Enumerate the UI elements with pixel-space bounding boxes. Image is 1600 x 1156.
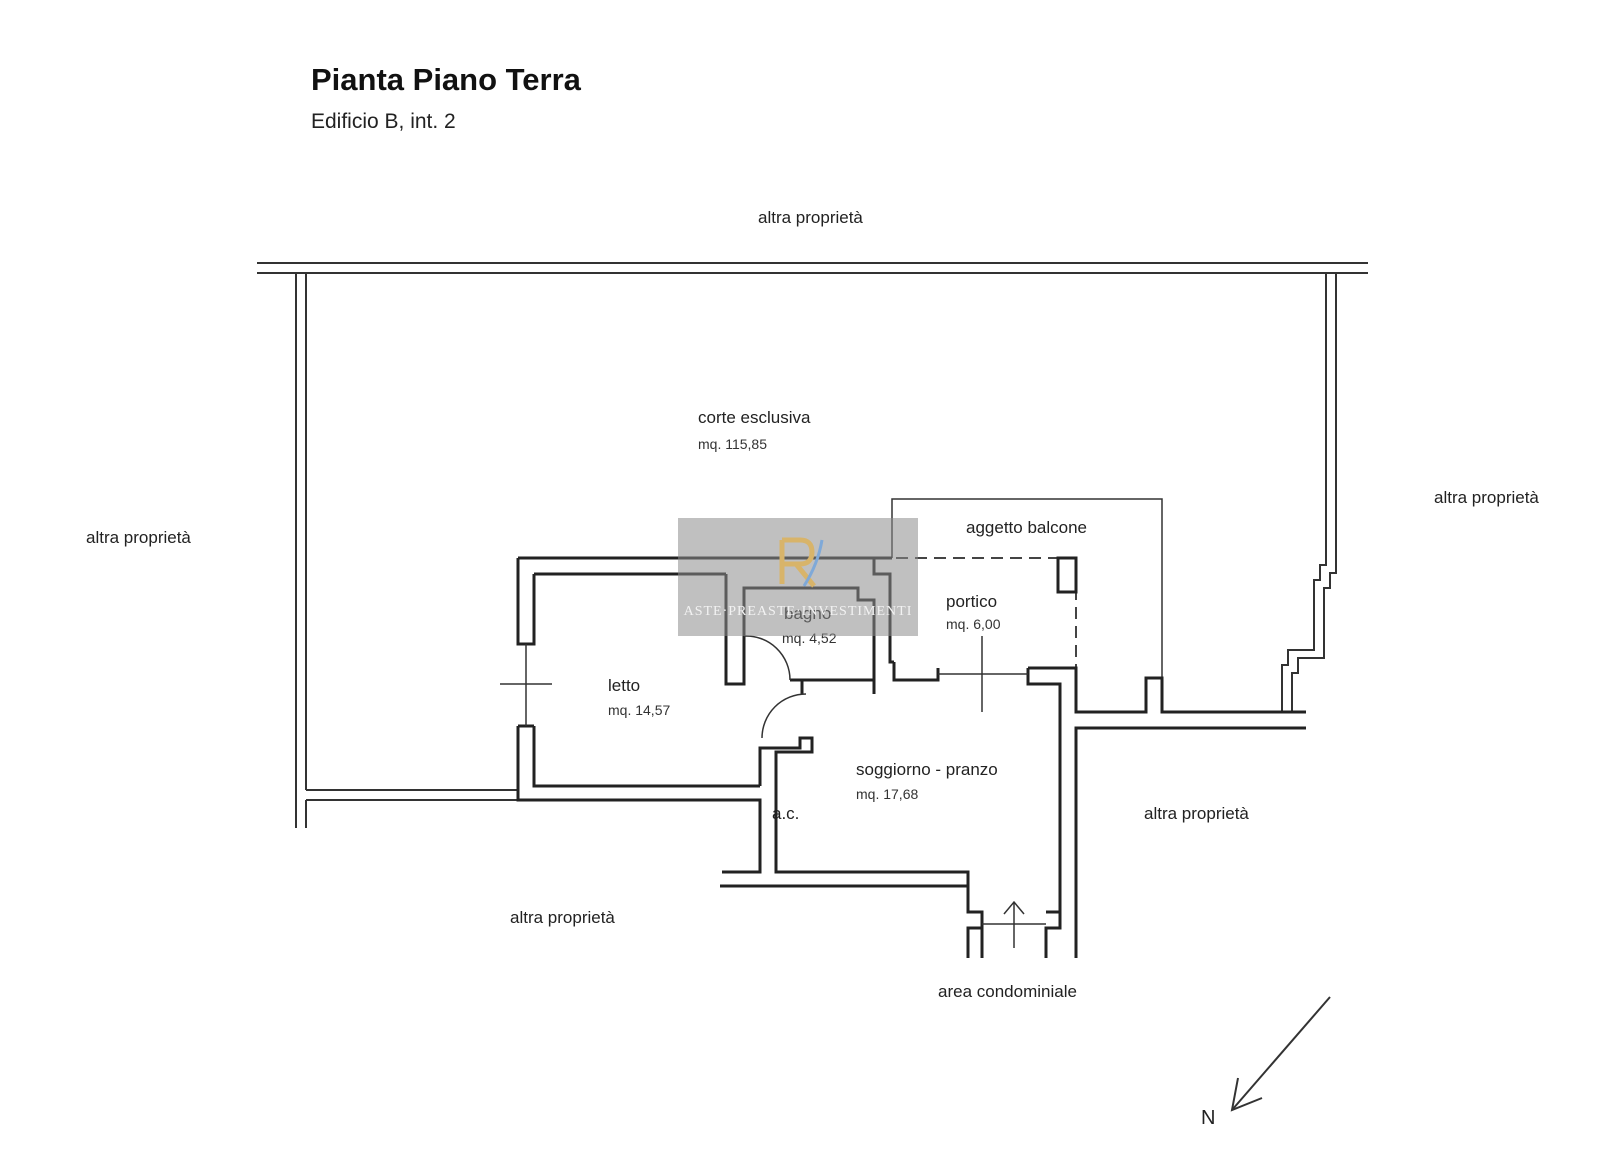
right-wall-inner — [1291, 273, 1337, 712]
right-wall-outer — [1281, 273, 1327, 712]
room-soggiorno-name: soggiorno - pranzo — [856, 760, 998, 779]
letto-bottom-wall-inner — [532, 726, 760, 788]
portico-left-jamb — [892, 662, 940, 682]
bagno-bottom-wall — [790, 678, 876, 694]
room-portico-name: portico — [946, 592, 998, 611]
letto-left-wall-lower — [516, 726, 762, 874]
label-area-condominiale: area condominiale — [938, 982, 1077, 1001]
room-aggetto-name: aggetto balcone — [966, 518, 1087, 537]
entrance-left-jamb — [966, 926, 982, 958]
soggiorno-left-wall — [758, 736, 984, 958]
north-label: N — [1201, 1107, 1216, 1129]
label-left-property: altra proprietà — [86, 528, 191, 547]
page-subtitle: Edificio B, int. 2 — [311, 110, 456, 133]
north-arrow-icon — [1230, 996, 1331, 1112]
label-right-property: altra proprietà — [1434, 488, 1539, 507]
room-letto-area: mq. 14,57 — [608, 702, 671, 718]
right-property-wall — [1074, 726, 1306, 958]
soggiorno-right-wall — [1026, 668, 1062, 958]
room-portico-area: mq. 6,00 — [946, 616, 1001, 632]
bagno-door-swing — [743, 635, 791, 681]
room-corte-area: mq. 115,85 — [698, 436, 768, 452]
letto-door-swing — [761, 693, 807, 739]
page-title: Pianta Piano Terra — [311, 62, 581, 97]
letto-left-wall-upper — [516, 558, 536, 646]
portico-pillar — [1056, 556, 1078, 594]
watermark: ASTE·PREASTE·INVESTIMENTI — [678, 518, 918, 636]
portico-front-wall — [1028, 666, 1306, 714]
room-corte-name: corte esclusiva — [698, 408, 811, 427]
room-ac-label: a.c. — [772, 804, 800, 823]
room-soggiorno-area: mq. 17,68 — [856, 786, 919, 802]
label-top-property: altra proprietà — [758, 208, 863, 227]
label-right-lower-property: altra proprietà — [1144, 804, 1249, 823]
watermark-logo-icon — [779, 537, 824, 588]
room-letto-name: letto — [608, 676, 641, 695]
watermark-text: ASTE·PREASTE·INVESTIMENTI — [683, 604, 913, 619]
entrance-arrow-head — [1003, 900, 1025, 915]
label-bottom-left-property: altra proprietà — [510, 908, 615, 927]
